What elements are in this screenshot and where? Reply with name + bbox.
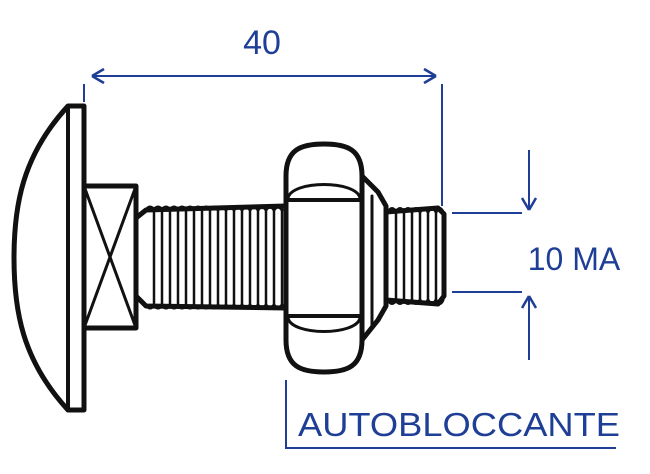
nut-callout xyxy=(285,380,616,449)
length-dimension xyxy=(83,67,443,206)
nut-callout-leader xyxy=(285,380,616,449)
length-arrow-left xyxy=(91,67,105,85)
length-label: 40 xyxy=(243,24,281,62)
length-arrow-right xyxy=(423,67,437,85)
thread-tip xyxy=(383,205,447,307)
thread-dimension xyxy=(452,150,538,360)
lock-nut xyxy=(283,141,389,375)
bolt-head xyxy=(11,103,87,413)
thread-arrow-bottom-head xyxy=(520,295,538,309)
square-neck xyxy=(81,183,139,331)
carriage-bolt xyxy=(11,103,447,413)
nut-label: AUTOBLOCCANTE xyxy=(298,406,620,443)
threaded-shank xyxy=(133,203,289,311)
thread-arrow-top-head xyxy=(520,197,538,211)
thread-label: 10 MA xyxy=(528,241,621,277)
